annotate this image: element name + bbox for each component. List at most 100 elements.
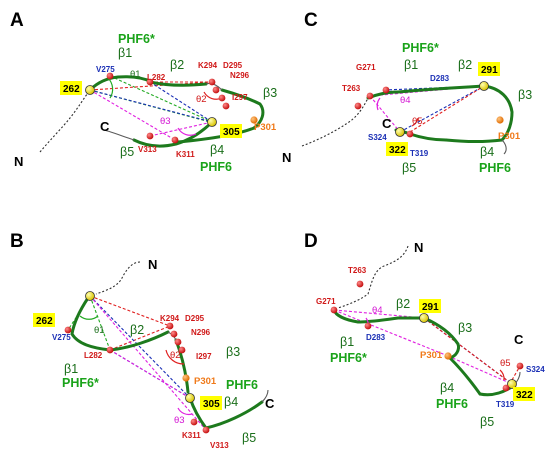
residue-262-highlight [60,81,82,95]
beta1-label: β1 [340,335,354,349]
residue-k311-dot [171,136,179,144]
beta4-label: β4 [224,395,238,409]
distance-line [89,89,176,141]
beta2-label: β2 [130,323,144,337]
loop [205,82,223,91]
residue-k311-dot [190,418,198,426]
residue-k311-label: K311 [176,150,195,159]
beta3-label: β3 [226,345,240,359]
backbone-n-term [301,97,369,147]
distance-line [109,325,171,351]
residue-t263-label: T263 [342,84,361,93]
beta2-label: β2 [458,58,472,72]
residue-322-dot [395,127,405,137]
panel-label: B [10,231,24,252]
beta4-label: β4 [440,381,454,395]
loop [501,139,507,155]
residue-t319-label: T319 [496,400,515,409]
angle-arc [165,349,185,365]
residue-305-dot [207,117,217,127]
distance-line [447,355,513,385]
residue-n296-dot [174,338,182,346]
angle-arc [177,407,193,416]
residue-d295-label: D295 [185,314,205,323]
strand-beta1 [332,308,400,324]
residue-305-highlight [200,396,222,410]
residue-s324-label: S324 [526,365,545,374]
residue-k294-dot [166,322,174,330]
residue-322-highlight [513,387,535,401]
residue-v313-dot [146,132,154,140]
distance-line [333,309,449,357]
residue-v275-label: V275 [52,333,71,342]
strand-beta4 [444,138,504,143]
strand-beta3 [482,84,514,142]
residue-k294-label: K294 [198,61,218,70]
residue-291-highlight [419,299,441,313]
residue-i297-label: I297 [232,93,248,102]
theta3-label: θ3 [160,116,171,127]
distance-line [109,75,213,123]
beta1-label: β1 [404,58,418,72]
residue-262-dot [85,291,95,301]
distance-line [89,295,207,431]
distance-line [89,81,213,91]
residue-t319-label: T319 [410,149,429,158]
backbone-n-term [337,245,409,309]
beta1-label: β1 [118,46,132,60]
beta5-label: β5 [402,161,416,175]
residue-d295-label: D295 [223,61,243,70]
residue-v275-dot [64,326,72,334]
residue-l282-label: L282 [147,73,166,82]
phf6-star-label: PHF6* [62,376,99,390]
panel-label: D [304,231,318,252]
theta5-label: θ5 [412,116,423,127]
n-terminus-label: N [282,150,291,165]
distance-line [369,95,401,133]
strand-beta3 [422,316,460,360]
strand-beta4 [448,356,482,396]
distance-line [89,295,171,327]
residue-291-label: 291 [422,302,439,313]
angle-arc [376,97,381,111]
panel-label: A [10,10,24,31]
residue-262-label: 262 [63,84,80,95]
residue-p301-dot [182,374,190,382]
residue-305-dot [185,393,195,403]
theta4-label: θ4 [372,305,383,316]
beta5-label: β5 [120,145,134,159]
strand-beta2 [396,84,486,94]
residue-322-highlight [386,142,408,156]
distance-line [89,295,191,399]
beta4-label: β4 [480,145,494,159]
distance-line [149,81,213,123]
strand-beta1 [88,75,154,92]
residue-k294-label: K294 [160,314,180,323]
c-terminus-label: C [382,116,392,131]
residue-322-label: 322 [516,390,533,401]
residue-p301-label: P301 [254,122,277,133]
residue-s324-dot [516,362,524,370]
phf6-label: PHF6 [436,397,468,411]
residue-v275-dot [106,72,114,80]
distance-line [409,85,485,133]
residue-g271-label: G271 [316,297,336,306]
theta2-label: θ2 [170,350,181,361]
angle-arc [79,315,99,320]
panel-label: C [304,10,318,31]
theta5-label: θ5 [500,358,511,369]
c-terminus-label: C [514,332,524,347]
residue-d283-label: D283 [430,74,450,83]
angle-arc [411,117,419,127]
distance-line [423,317,513,385]
residue-t263-dot [356,280,364,288]
loop [103,129,135,141]
residue-n296-label: N296 [191,328,211,337]
strand-beta5 [132,120,214,148]
residue-291-dot [419,313,429,323]
distance-line [109,349,191,399]
residue-305-label: 305 [203,399,220,410]
residue-262-highlight [33,313,55,327]
c-terminus-label: C [100,119,110,134]
phf6-label: PHF6 [479,161,511,175]
